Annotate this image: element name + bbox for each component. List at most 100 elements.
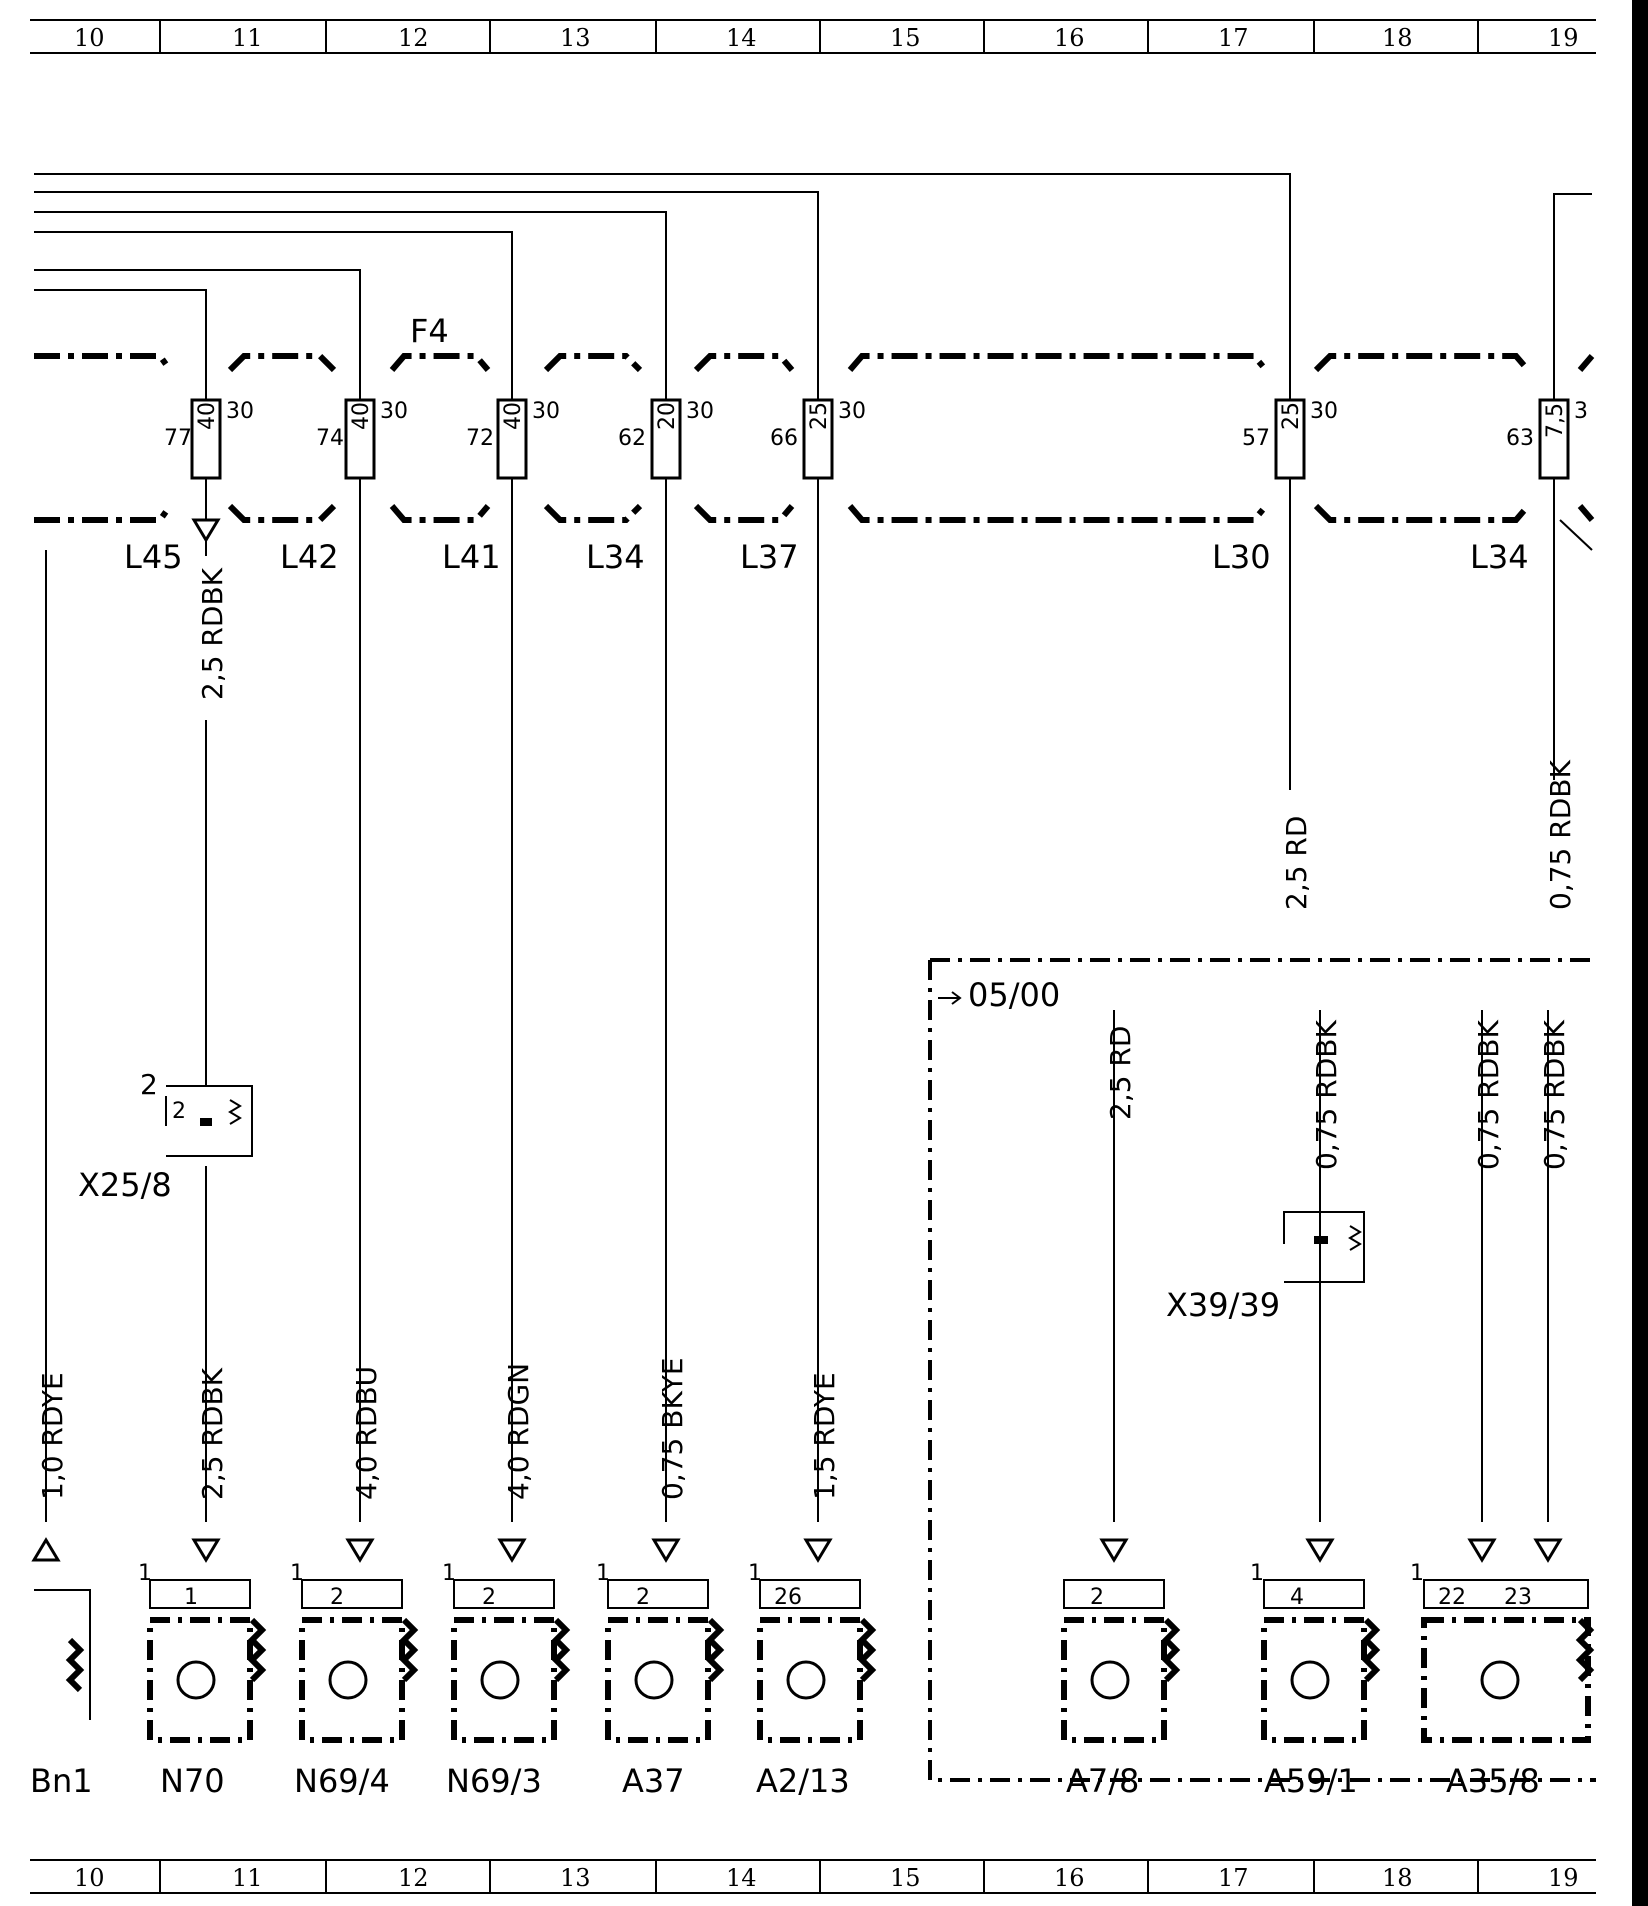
svg-text:40: 40 <box>349 402 374 430</box>
component-labels: Bn1 1 1 N70 1 2 N69/4 1 2 N69/3 1 2 A37 … <box>30 1561 1540 1800</box>
ruler-top-label: 16 <box>1054 24 1085 52</box>
svg-text:1: 1 <box>1410 1561 1424 1586</box>
fuse-62: 62 20 30 L34 <box>586 380 714 576</box>
fuse-line-label: L45 <box>124 538 183 576</box>
svg-text:72: 72 <box>466 426 494 451</box>
bus-wires <box>34 173 1592 380</box>
fuse-block-label: F4 <box>410 312 449 350</box>
svg-text:3: 3 <box>1574 399 1588 424</box>
ruler-bottom-label: 14 <box>726 1864 757 1892</box>
fuse-63: 63 7,5 3 L34 <box>1470 380 1593 576</box>
svg-text:30: 30 <box>226 399 254 424</box>
fuse-72: 72 40 30 L41 <box>442 380 560 576</box>
ruler-bottom-label: 15 <box>890 1864 921 1892</box>
variant-label: 05/00 <box>968 976 1060 1014</box>
svg-text:2: 2 <box>140 1068 158 1101</box>
svg-text:2: 2 <box>1090 1585 1104 1610</box>
wire-label: 1,5 RDYE <box>808 1372 841 1500</box>
component-name: A7/8 <box>1066 1762 1139 1800</box>
ruler-bottom-label: 16 <box>1054 1864 1085 1892</box>
svg-text:2: 2 <box>172 1099 186 1124</box>
component-name: A2/13 <box>756 1762 850 1800</box>
component-name: Bn1 <box>30 1762 93 1800</box>
bottom-ruler <box>30 1859 1596 1894</box>
svg-text:63: 63 <box>1506 426 1534 451</box>
wire-label: 0,75 RDBK <box>1310 1020 1343 1170</box>
component-name: N70 <box>160 1762 225 1800</box>
svg-text:25: 25 <box>807 402 832 430</box>
component-name: A59/1 <box>1264 1762 1358 1800</box>
svg-text:30: 30 <box>380 399 408 424</box>
component-name: A37 <box>622 1762 685 1800</box>
svg-text:30: 30 <box>838 399 866 424</box>
connector-x25-8: 2 2 X25/8 <box>78 1068 253 1204</box>
wire-label: 0,75 BKYE <box>656 1357 689 1500</box>
right-border-bar <box>1632 0 1648 1906</box>
wire-labels: 2,5 RDBK 2,5 RD 0,75 RDBK 1,0 RDYE 2,5 R… <box>36 567 1577 1500</box>
component-name: N69/3 <box>446 1762 542 1800</box>
component-name: A35/8 <box>1446 1762 1540 1800</box>
fuse-74: 74 40 30 L42 <box>280 380 408 576</box>
wire-label: 2,5 RD <box>1280 816 1313 910</box>
svg-text:2: 2 <box>330 1585 344 1610</box>
component-name: N69/4 <box>294 1762 390 1800</box>
svg-text:1: 1 <box>748 1561 762 1586</box>
connector-label: X25/8 <box>78 1166 172 1204</box>
fuse-line-label: L34 <box>1470 538 1529 576</box>
svg-text:20: 20 <box>655 402 680 430</box>
ruler-top-label: 13 <box>560 24 591 52</box>
wire-label: 2,5 RDBK <box>196 1367 229 1500</box>
svg-text:4: 4 <box>1290 1585 1304 1610</box>
svg-text:62: 62 <box>618 426 646 451</box>
svg-text:1: 1 <box>138 1561 152 1586</box>
svg-text:30: 30 <box>532 399 560 424</box>
wire-label: 0,75 RDBK <box>1538 1020 1571 1170</box>
ruler-top-label: 11 <box>232 24 263 52</box>
svg-text:7,5: 7,5 <box>1543 403 1568 438</box>
svg-text:57: 57 <box>1242 426 1270 451</box>
fuse-57: 57 25 30 L30 <box>1212 380 1338 576</box>
wire-label: 2,5 RD <box>1104 1026 1137 1120</box>
ruler-bottom-label: 12 <box>398 1864 429 1892</box>
ruler-bottom-label: 10 <box>74 1864 105 1892</box>
svg-text:1: 1 <box>290 1561 304 1586</box>
svg-text:74: 74 <box>316 426 344 451</box>
fuse-66: 66 25 30 L37 <box>740 380 866 576</box>
connector-label: X39/39 <box>1166 1286 1280 1324</box>
variant-box: 05/00 <box>928 958 1596 1782</box>
svg-text:30: 30 <box>686 399 714 424</box>
ruler-top-label: 17 <box>1218 24 1249 52</box>
bottom-ruler-labels: 10 11 12 13 14 15 16 17 18 19 <box>74 1864 1579 1892</box>
top-ruler <box>30 19 1596 54</box>
svg-text:40: 40 <box>195 402 220 430</box>
fuse-line-label: L34 <box>586 538 645 576</box>
ruler-bottom-label: 11 <box>232 1864 263 1892</box>
component-symbols <box>31 1537 1595 1743</box>
fuse-line-label: L41 <box>442 538 501 576</box>
ruler-top-label: 15 <box>890 24 921 52</box>
wire-label: 0,75 RDBK <box>1472 1020 1505 1170</box>
ruler-bottom-label: 13 <box>560 1864 591 1892</box>
fuse-line-label: L30 <box>1212 538 1271 576</box>
svg-text:1: 1 <box>184 1585 198 1610</box>
svg-text:2: 2 <box>482 1585 496 1610</box>
ruler-bottom-label: 18 <box>1382 1864 1413 1892</box>
svg-text:77: 77 <box>164 426 192 451</box>
svg-text:66: 66 <box>770 426 798 451</box>
svg-text:25: 25 <box>1279 402 1304 430</box>
ruler-top-label: 10 <box>74 24 105 52</box>
svg-text:1: 1 <box>442 1561 456 1586</box>
ruler-top-label: 18 <box>1382 24 1413 52</box>
ruler-top-label: 19 <box>1548 24 1579 52</box>
svg-text:23: 23 <box>1504 1585 1532 1610</box>
fuse-line-label: L37 <box>740 538 799 576</box>
wire-label: 2,5 RDBK <box>196 567 229 700</box>
wire-label: 1,0 RDYE <box>36 1372 69 1500</box>
fuse-line-label: L42 <box>280 538 339 576</box>
wire-label: 4,0 RDBU <box>350 1366 383 1500</box>
top-ruler-labels: 10 11 12 13 14 15 16 17 18 19 <box>74 24 1579 52</box>
wire-label: 4,0 RDGN <box>502 1363 535 1500</box>
fuse-77: 77 40 30 L45 <box>124 380 254 576</box>
svg-text:26: 26 <box>774 1585 802 1610</box>
